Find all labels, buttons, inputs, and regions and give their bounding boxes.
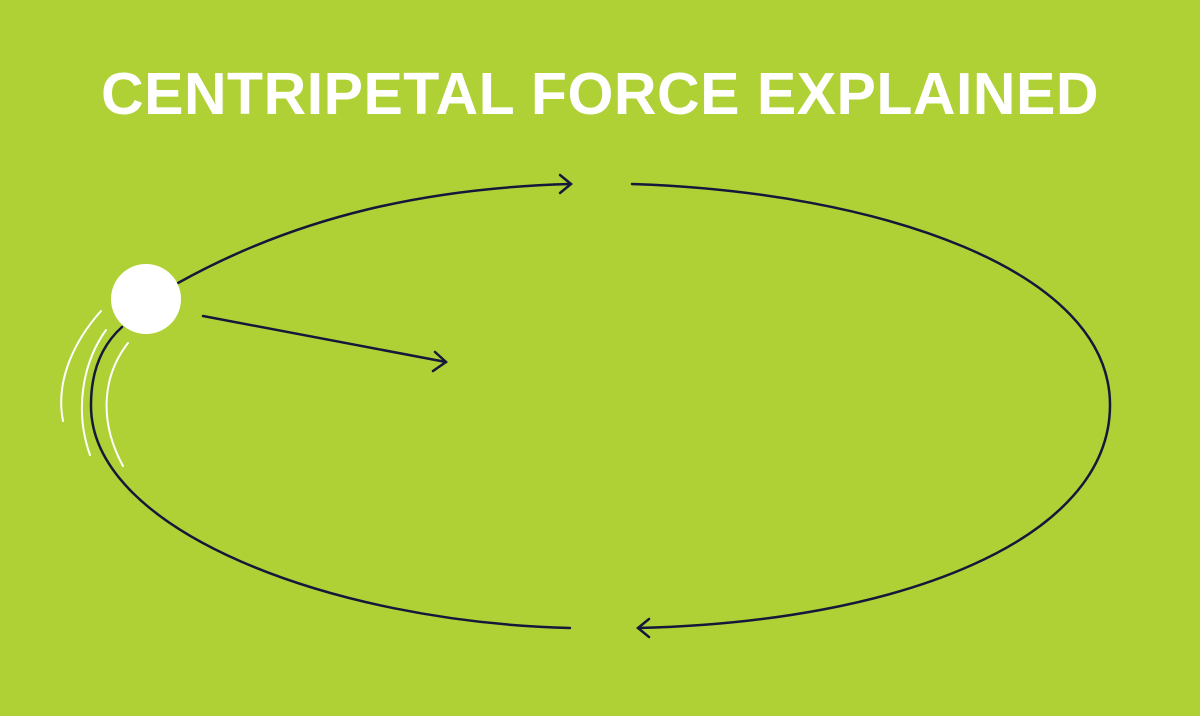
motion-lines-icon — [60, 310, 129, 467]
orbit-path-right — [630, 182, 1112, 630]
arrowhead-icon — [431, 350, 449, 373]
centripetal-force-arrow — [201, 314, 448, 364]
page-title: CENTRIPETAL FORCE EXPLAINED — [100, 61, 1099, 127]
orbit-path-top-left — [176, 182, 572, 285]
orbit-path-bottom-left — [89, 325, 572, 630]
ball — [111, 264, 181, 334]
arrow-right-icon — [558, 173, 573, 195]
arrow-left-icon — [636, 617, 651, 639]
